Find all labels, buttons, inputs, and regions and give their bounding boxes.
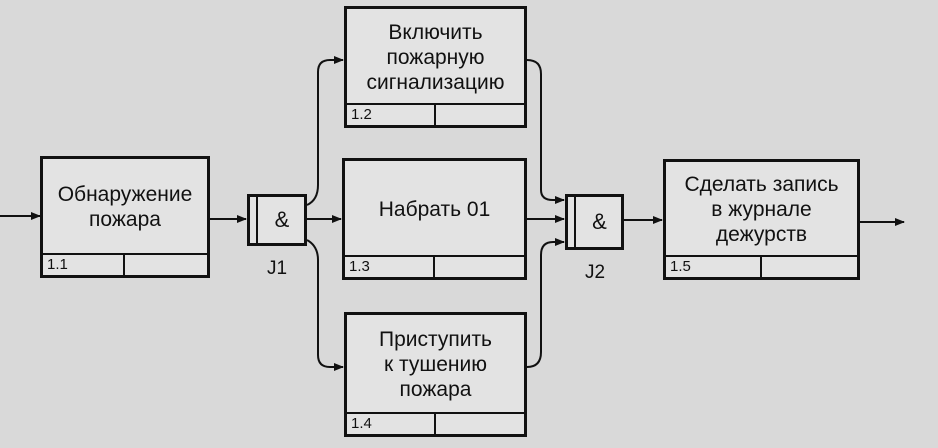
junction-j1: & <box>247 194 307 246</box>
activity-label: Обнаружение пожара <box>57 183 193 231</box>
and-symbol: & <box>592 209 607 234</box>
junction-bar <box>256 197 258 243</box>
junction-label-j1: J1 <box>266 258 288 279</box>
arrow-1-2-to-j2 <box>526 59 565 204</box>
activity-footer: 1.2 <box>347 103 524 125</box>
junction-bar <box>574 197 576 247</box>
activity-footer: 1.5 <box>666 255 857 277</box>
activity-footer-cell <box>762 257 858 277</box>
activity-box-1-3: Набрать 01 1.3 <box>342 158 527 280</box>
activity-id: 1.2 <box>347 105 436 125</box>
activity-label: Приступить к тушению пожара <box>378 328 493 401</box>
activity-box-1-2: Включить пожарную сигнализацию 1.2 <box>344 6 527 128</box>
activity-footer-cell <box>125 255 207 275</box>
activity-footer-cell <box>435 257 525 277</box>
activity-box-1-5: Сделать запись в журнале дежурств 1.5 <box>663 159 860 280</box>
activity-footer: 1.4 <box>347 412 524 434</box>
arrow-j1-to-1-2 <box>306 56 344 206</box>
junction-j2: & <box>565 194 624 250</box>
activity-box-1-1: Обнаружение пожара 1.1 <box>40 156 210 278</box>
activity-id: 1.5 <box>666 257 762 277</box>
activity-footer-cell <box>436 414 525 434</box>
activity-box-1-4: Приступить к тушению пожара 1.4 <box>344 312 527 437</box>
activity-label: Сделать запись в журнале дежурств <box>684 173 839 246</box>
activity-id: 1.1 <box>43 255 125 275</box>
arrow-j1-to-1-4 <box>306 239 344 371</box>
activity-footer-cell <box>436 105 525 125</box>
activity-footer: 1.1 <box>43 253 207 275</box>
activity-id: 1.3 <box>345 257 435 277</box>
junction-label-j2: J2 <box>584 262 606 283</box>
and-symbol: & <box>274 207 290 232</box>
arrow-1-4-to-j2 <box>526 238 565 368</box>
activity-footer: 1.3 <box>345 255 524 277</box>
activity-id: 1.4 <box>347 414 436 434</box>
activity-label: Набрать 01 <box>378 197 491 221</box>
activity-label: Включить пожарную сигнализацию <box>366 20 505 94</box>
